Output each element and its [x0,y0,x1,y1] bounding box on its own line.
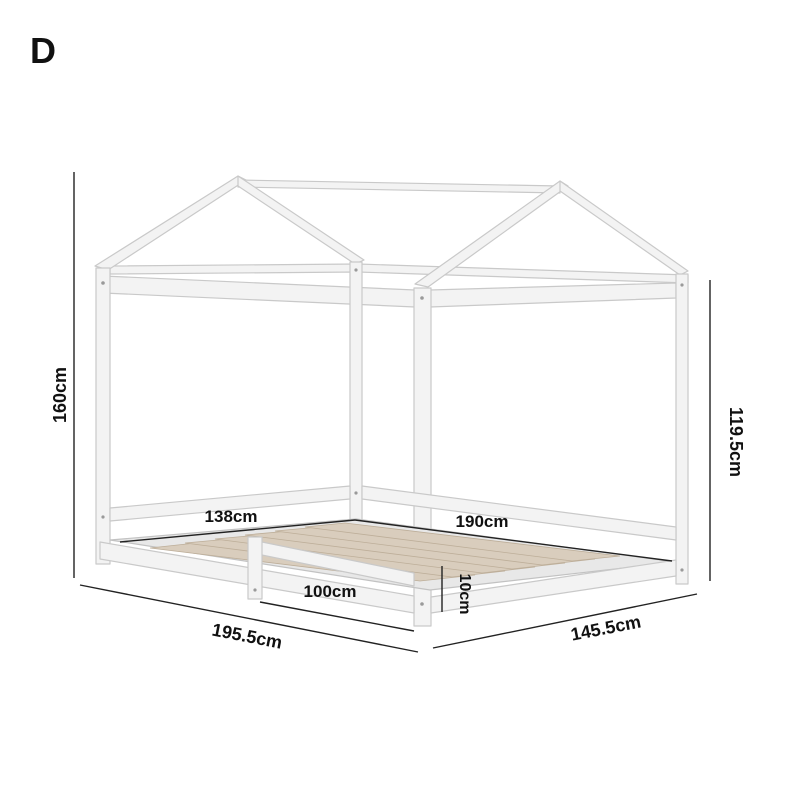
back-guard-rail-left [109,485,351,522]
inner-length-line [354,519,673,562]
ridge-beam [237,179,561,194]
rail-length-line [259,601,415,632]
inner-width-label: 138cm [205,507,258,526]
rail-height-label: 10cm [456,574,473,615]
left-roof-left-slope [94,175,247,271]
outer-width-line [432,593,698,649]
overall-height-label: 160cm [50,367,70,423]
right-top-rail [429,282,677,308]
post-back-right [675,273,689,585]
rail-length-label: 100cm [304,582,357,601]
variant-letter: D [30,30,56,71]
back-guard-rail-right [361,485,677,541]
inner-length-label: 190cm [456,512,509,531]
outer-length-label: 195.5cm [210,620,284,653]
post-front-left [95,267,111,565]
right-roof-right-slope [559,180,689,276]
wall-height-label: 119.5cm [726,407,746,477]
dimension-lines [73,172,711,653]
outer-length-line [79,584,419,653]
front-guard-rail-post [247,536,263,600]
house-bed-illustration [94,175,689,627]
right-base-rail [430,559,677,614]
inner-width-line [119,519,356,543]
front-top-rail [102,275,416,308]
outer-width-label: 145.5cm [569,612,643,645]
